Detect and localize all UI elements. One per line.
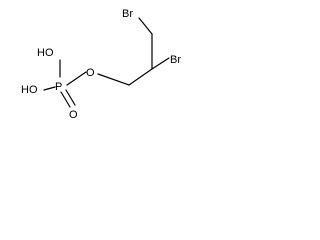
bond-oester-p [66,71,87,86]
atom-labels: Br Br HO HO P O O [21,8,181,121]
atom-o-ester: O [86,67,95,79]
atom-oh-bottom: HO [21,84,38,96]
atom-br-right: Br [170,54,181,66]
structure-diagram: Br Br HO HO P O O [21,8,181,121]
bond-p-ohbottom [43,86,56,91]
bond-brtop-c1 [138,17,153,35]
bond-c2-brright [151,57,170,70]
bond-p-odouble-b [65,89,76,106]
atom-o-double: O [69,109,78,121]
bond-c2-c3 [128,68,153,86]
bond-p-odouble-a [60,91,71,108]
bonds [43,17,170,108]
bond-c3-oester [97,73,130,86]
atom-p: P [55,81,62,93]
atom-oh-top: HO [37,47,54,59]
atom-br-top: Br [122,8,133,20]
